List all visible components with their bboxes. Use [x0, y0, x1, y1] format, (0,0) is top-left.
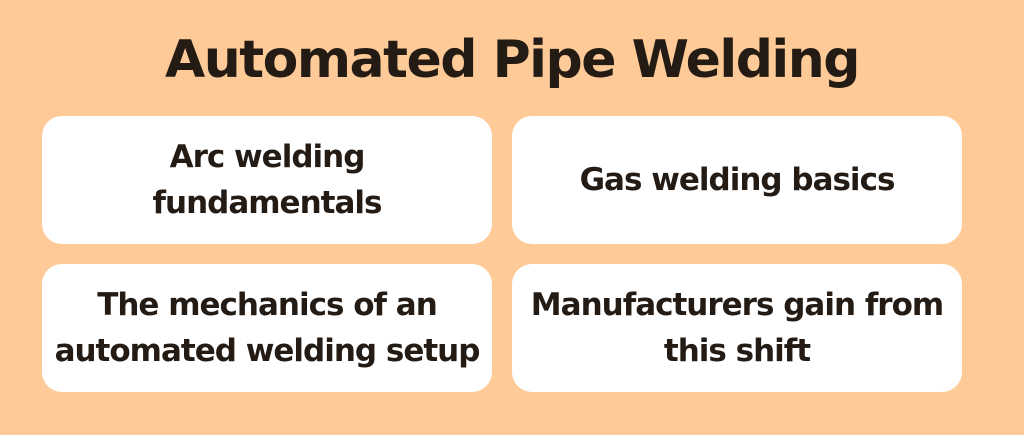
card-manufacturers-gain: Manufacturers gain from this shift: [512, 264, 962, 392]
card-label: Gas welding basics: [579, 162, 896, 198]
card-automated-mechanics: The mechanics of an automated welding se…: [42, 264, 492, 392]
page-title: Automated Pipe Welding: [165, 30, 860, 90]
card-label: Manufacturers gain from this shift: [530, 287, 944, 369]
card-arc-welding: Arc welding fundamentals: [42, 116, 492, 244]
card-label: Arc welding fundamentals: [152, 139, 383, 221]
card-gas-welding: Gas welding basics: [512, 116, 962, 244]
card-label: The mechanics of an automated welding se…: [54, 287, 481, 369]
